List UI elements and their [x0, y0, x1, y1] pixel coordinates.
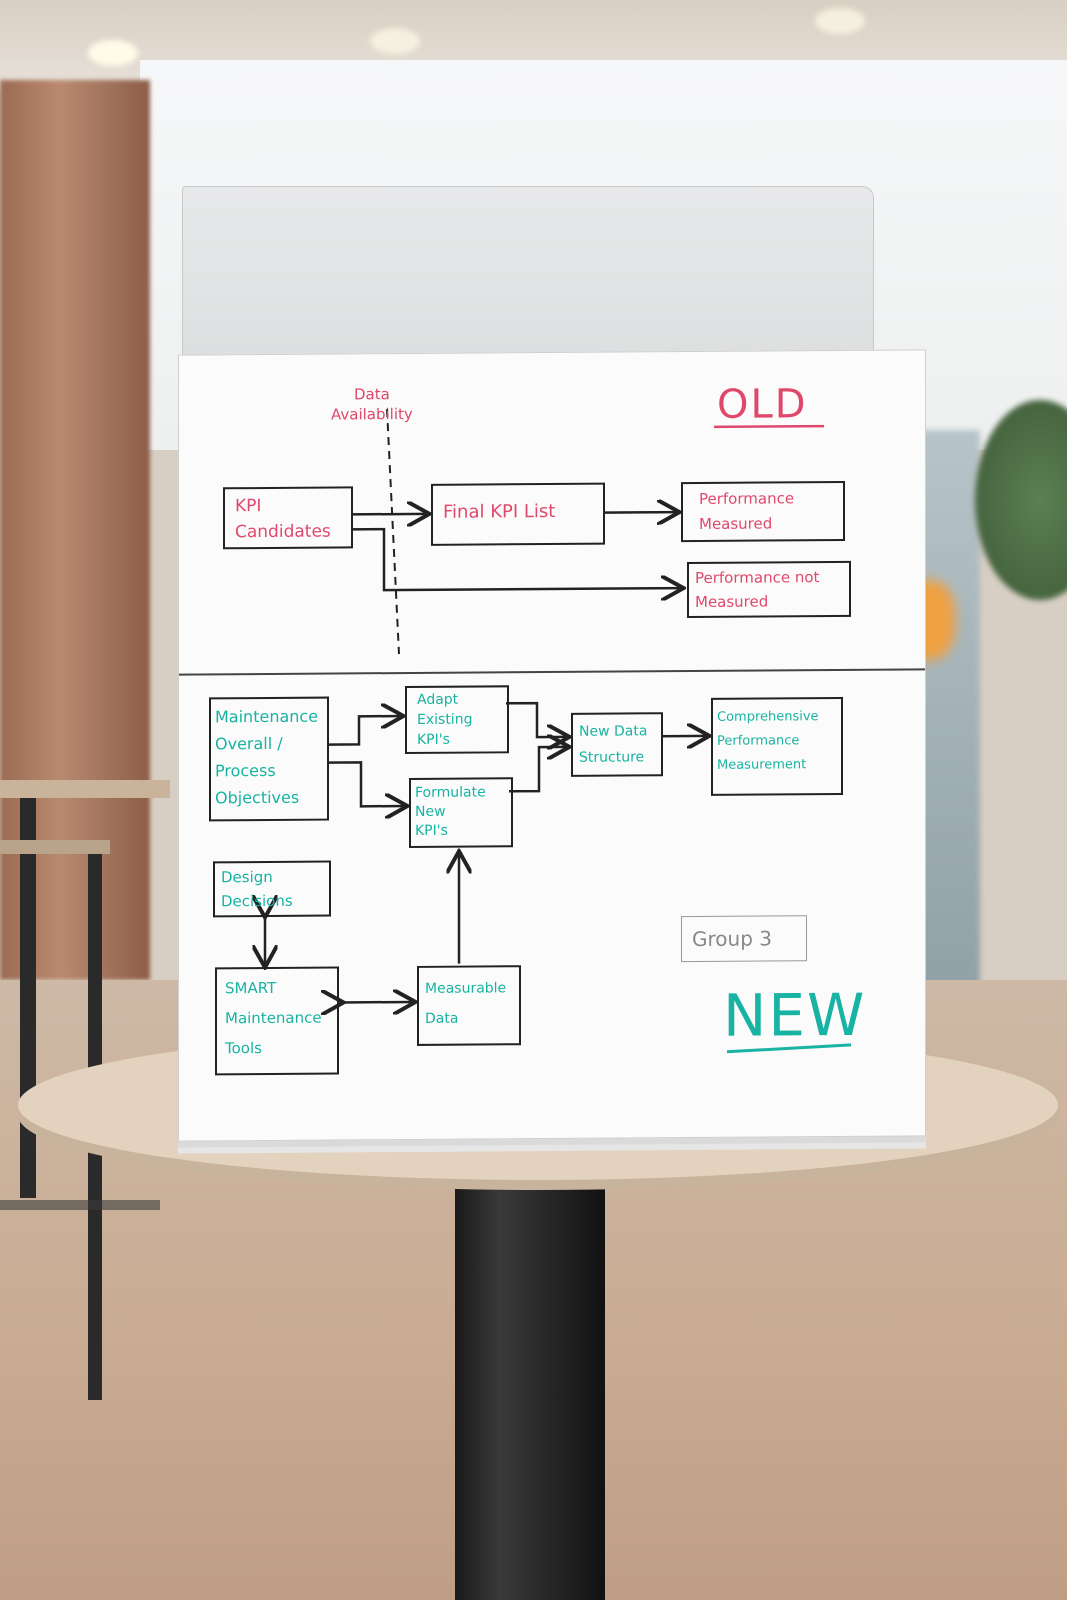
- design-decisions-text: Design Decisions: [221, 867, 293, 911]
- new-data-structure-box: New Data Structure: [571, 712, 663, 777]
- ceiling-light: [370, 28, 420, 54]
- arrow-candidates-to-final: [351, 514, 427, 515]
- measurable-data-text: Measurable Data: [425, 980, 507, 1027]
- arrow-candidates-to-not-measured: [351, 527, 681, 590]
- new-underline: [726, 1043, 852, 1054]
- diagram-connectors: [179, 409, 852, 1054]
- old-underline: [714, 424, 824, 429]
- performance-not-measured-text: Performance not Measured: [695, 568, 820, 612]
- comprehensive-measurement-text: Comprehensive Performance Measurement: [717, 709, 819, 773]
- formulate-kpis-text: Formulate New KPI's: [415, 784, 486, 839]
- table-pedestal: [455, 1150, 605, 1600]
- performance-measured-text: Performance Measured: [699, 489, 795, 533]
- flipchart-folded-pages: [182, 186, 874, 368]
- group-label-box: Group 3: [681, 915, 807, 963]
- maintenance-objectives-text: Maintenance Overall / Process Objectives: [215, 706, 319, 808]
- arrow-objectives-to-adapt: [327, 716, 401, 746]
- final-kpi-list-text: Final KPI List: [443, 500, 556, 523]
- final-kpi-list-box: Final KPI List: [431, 482, 605, 546]
- smart-tools-box: SMART Maintenance Tools: [215, 966, 339, 1076]
- new-data-structure-text: New Data Structure: [579, 723, 648, 766]
- ceiling-light: [815, 8, 865, 34]
- performance-not-measured-box: Performance not Measured: [687, 560, 851, 619]
- arrow-smart-data: [341, 1002, 413, 1003]
- data-availability-label: Data Availability: [331, 385, 413, 424]
- flipchart-sheet: OLD Data Availability KPI Candidates Fin…: [178, 349, 926, 1142]
- smart-tools-text: SMART Maintenance Tools: [225, 978, 322, 1058]
- measurable-data-box: Measurable Data: [417, 965, 521, 1046]
- maintenance-objectives-box: Maintenance Overall / Process Objectives: [209, 696, 329, 822]
- kpi-candidates-text: KPI Candidates: [235, 496, 331, 543]
- old-title: OLD: [717, 381, 808, 428]
- formulate-kpis-box: Formulate New KPI's: [409, 777, 513, 848]
- data-availability-line: [386, 409, 400, 655]
- arrow-adapt-to-structure: [506, 701, 567, 737]
- ceiling-light: [88, 40, 138, 66]
- performance-measured-box: Performance Measured: [681, 480, 845, 543]
- new-title: NEW: [723, 980, 867, 1050]
- design-decisions-box: Design Decisions: [213, 860, 331, 918]
- arrow-objectives-to-formulate: [327, 761, 405, 807]
- adapt-kpis-box: Adapt Existing KPI's: [405, 685, 509, 755]
- adapt-kpis-text: Adapt Existing KPI's: [417, 691, 473, 748]
- arrow-final-to-measured: [603, 512, 677, 513]
- kpi-candidates-box: KPI Candidates: [223, 486, 353, 550]
- arrow-formulate-to-structure: [509, 747, 567, 793]
- group-label-text: Group 3: [692, 926, 772, 952]
- comprehensive-measurement-box: Comprehensive Performance Measurement: [711, 696, 843, 796]
